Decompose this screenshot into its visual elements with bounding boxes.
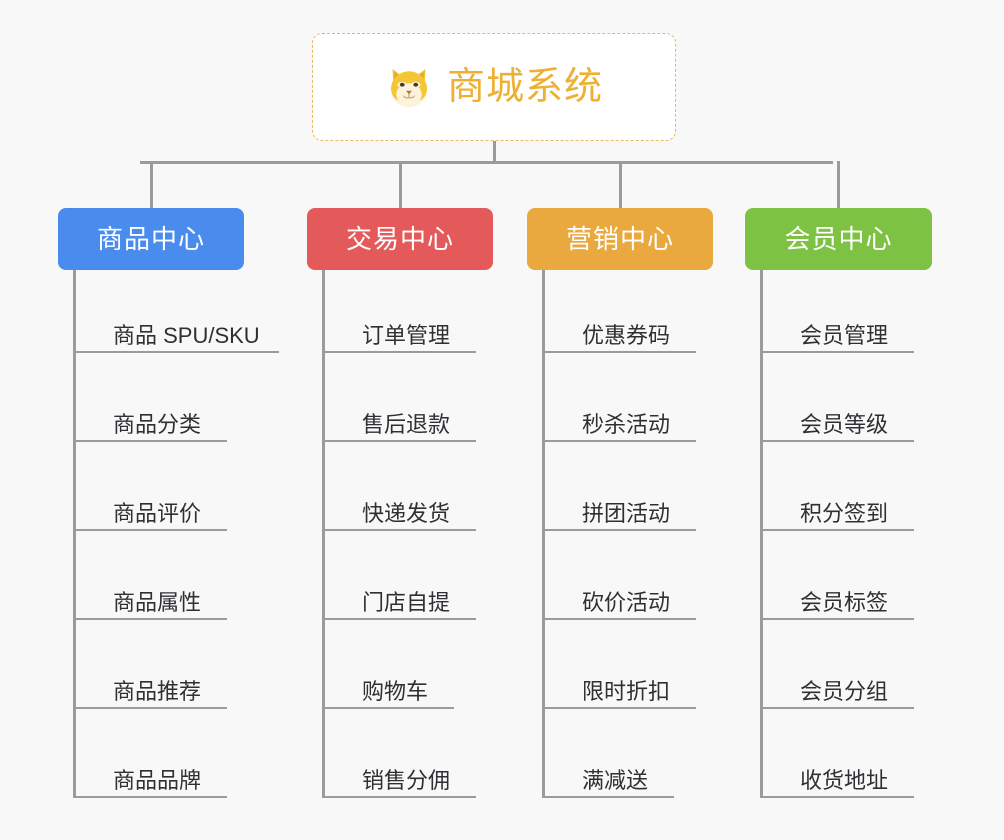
leaf-underline	[322, 351, 476, 353]
leaf-label: 售后退款	[362, 412, 451, 437]
leaf-label: 订单管理	[362, 323, 451, 348]
leaf-label: 门店自提	[362, 590, 451, 615]
leaf-label: 销售分佣	[362, 768, 451, 793]
connector-drop-4	[837, 161, 840, 208]
category-box-2[interactable]: 交易中心	[307, 208, 493, 270]
connector-drop-3	[618, 161, 622, 208]
category-box-1[interactable]: 商品中心	[58, 208, 244, 270]
category-box-4[interactable]: 会员中心	[745, 208, 932, 270]
leaf-trunk	[322, 270, 325, 798]
connector-drop-1	[149, 161, 153, 208]
leaf-label: 商品 SPU/SKU	[113, 323, 260, 348]
leaf-underline	[542, 707, 696, 709]
leaf-label: 商品属性	[113, 590, 202, 615]
leaf-underline	[322, 440, 476, 442]
leaf-label: 快递发货	[362, 501, 451, 526]
leaf-label: 优惠券码	[582, 323, 671, 348]
leaf-label: 会员标签	[800, 590, 889, 615]
connector-root-stem	[493, 141, 496, 163]
leaf-underline	[542, 529, 696, 531]
leaf-underline	[322, 529, 476, 531]
leaf-underline	[73, 529, 227, 531]
leaf-label: 商品评价	[113, 501, 202, 526]
leaf-underline	[760, 440, 914, 442]
leaf-label: 商品品牌	[113, 768, 202, 793]
category-label: 会员中心	[784, 224, 893, 254]
leaf-label: 商品推荐	[113, 679, 202, 704]
leaf-underline	[73, 351, 279, 353]
leaf-label: 会员管理	[800, 323, 889, 348]
leaf-label: 会员分组	[800, 679, 889, 704]
leaf-label: 限时折扣	[582, 679, 671, 704]
leaf-trunk	[760, 270, 763, 798]
leaf-underline	[542, 618, 696, 620]
leaf-underline	[322, 707, 454, 709]
root-node[interactable]: 商城系统	[312, 33, 676, 141]
leaf-label: 满减送	[582, 768, 649, 793]
leaf-underline	[760, 351, 914, 353]
leaf-label: 会员等级	[800, 412, 889, 437]
leaf-underline	[760, 796, 914, 798]
connector-horizontal-bus	[140, 161, 833, 164]
leaf-label: 拼团活动	[582, 501, 671, 526]
leaf-underline	[760, 707, 914, 709]
leaf-underline	[73, 796, 227, 798]
category-label: 交易中心	[345, 224, 454, 254]
leaf-label: 积分签到	[800, 501, 889, 526]
leaf-underline	[322, 618, 476, 620]
leaf-trunk	[542, 270, 545, 798]
category-box-3[interactable]: 营销中心	[527, 208, 713, 270]
leaf-underline	[73, 440, 227, 442]
shiba-dog-face-icon	[390, 69, 427, 108]
leaf-label: 收货地址	[800, 768, 889, 793]
leaf-underline	[760, 529, 914, 531]
leaf-underline	[542, 796, 674, 798]
leaf-underline	[542, 440, 696, 442]
leaf-label: 砍价活动	[582, 590, 671, 615]
leaf-underline	[542, 351, 696, 353]
root-title: 商城系统	[446, 66, 603, 108]
leaf-underline	[322, 796, 476, 798]
leaf-trunk	[73, 270, 76, 798]
leaf-underline	[73, 707, 227, 709]
leaf-underline	[73, 618, 227, 620]
leaf-label: 商品分类	[113, 412, 202, 437]
category-label: 营销中心	[565, 224, 674, 254]
leaf-label: 购物车	[362, 679, 429, 704]
leaf-underline	[760, 618, 914, 620]
leaf-label: 秒杀活动	[582, 412, 671, 437]
category-label: 商品中心	[96, 224, 205, 254]
connector-drop-2	[398, 161, 402, 208]
